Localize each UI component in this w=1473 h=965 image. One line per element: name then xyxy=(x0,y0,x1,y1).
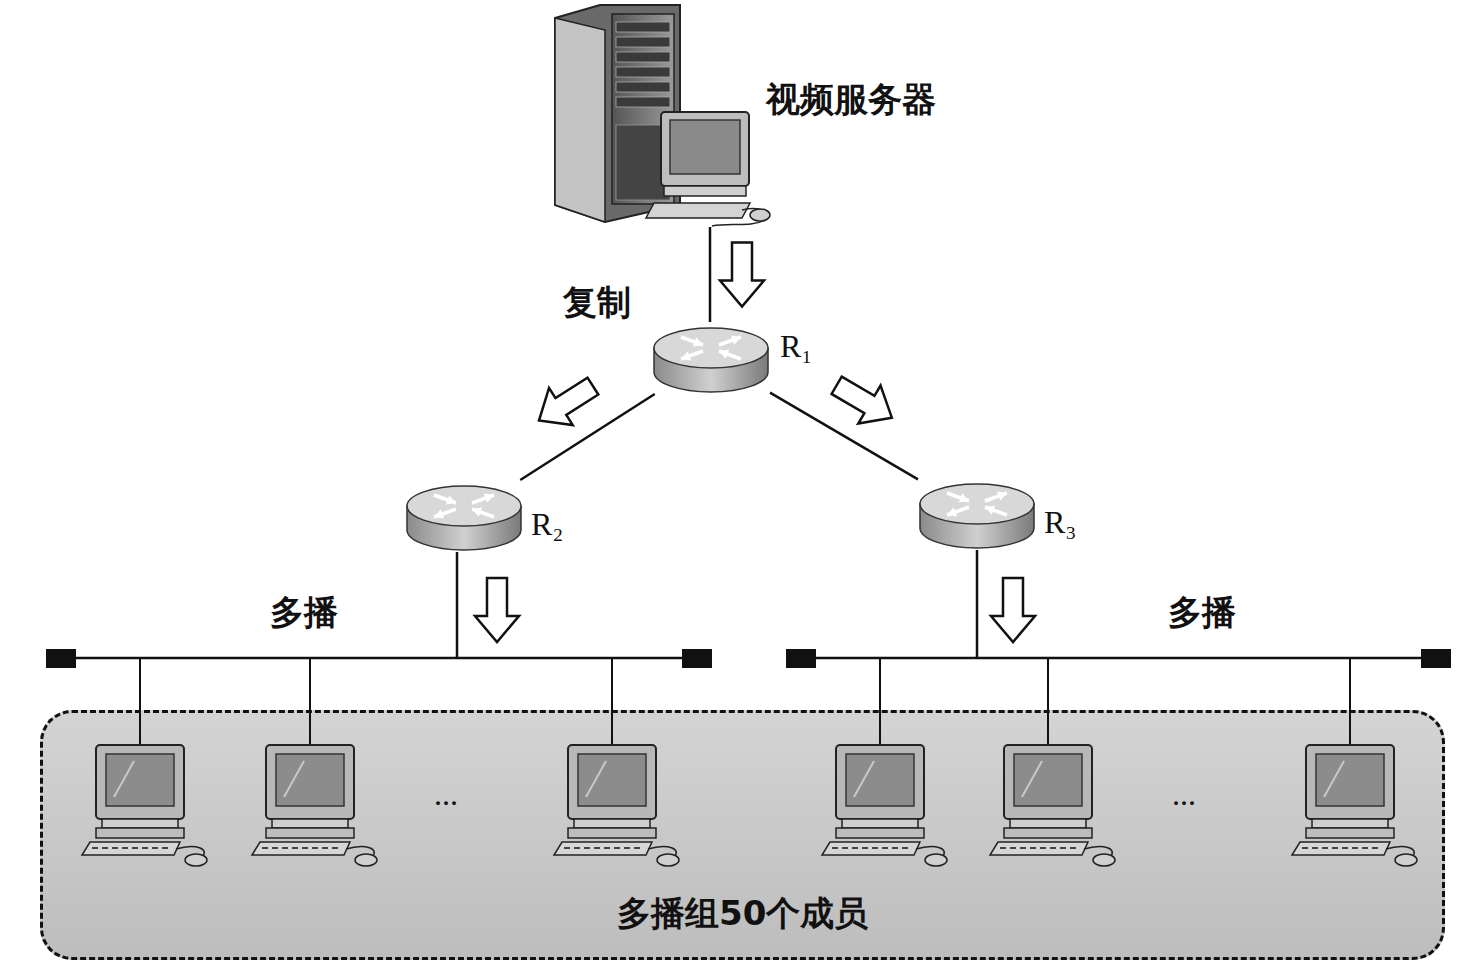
router-symbol xyxy=(654,328,768,392)
multicast-arrow xyxy=(475,578,519,642)
ellipsis: ... xyxy=(434,776,458,813)
router-illustrations xyxy=(407,328,1034,550)
drop-line xyxy=(139,658,141,745)
host-computers xyxy=(82,658,1417,866)
server-illustration xyxy=(555,5,770,226)
router-symbol xyxy=(407,486,521,550)
multicast-arrows xyxy=(475,578,1035,642)
ellipsis: ... xyxy=(1172,776,1196,813)
router-label: R₂ xyxy=(531,506,564,543)
multicast-label: 多播 xyxy=(270,590,338,636)
multicast-label: 多播 xyxy=(1168,590,1236,636)
group-label: 多播组50个成员 xyxy=(617,891,868,937)
host-computer xyxy=(252,745,377,866)
host-computer xyxy=(822,745,947,866)
router: R₁ xyxy=(652,322,770,394)
bus-lines xyxy=(60,550,1436,658)
bus-terminator xyxy=(46,649,1451,668)
router: R₂ xyxy=(405,480,523,552)
direction-arrow xyxy=(720,243,764,307)
host-computer xyxy=(990,745,1115,866)
link-line xyxy=(709,227,712,322)
drop-line xyxy=(611,658,613,745)
host-computer xyxy=(554,745,679,866)
drop-line xyxy=(879,658,881,745)
router: R₃ xyxy=(918,478,1036,550)
host-computer xyxy=(1292,745,1417,866)
link-line xyxy=(770,393,918,480)
drop-line xyxy=(1047,658,1049,745)
host-computer xyxy=(82,745,207,866)
drop-line xyxy=(1349,658,1351,745)
group-fill xyxy=(40,710,1445,960)
direction-arrow xyxy=(832,377,892,424)
drop-line xyxy=(309,658,311,745)
router-label: R₁ xyxy=(780,328,813,365)
multicast-arrow xyxy=(991,578,1035,642)
direction-arrow xyxy=(539,378,598,425)
router-label: R₃ xyxy=(1044,504,1077,541)
multicast-group: 多播组50个成员 xyxy=(40,710,1445,960)
link-line xyxy=(520,394,654,480)
replicate-label: 复制 xyxy=(563,280,631,326)
video-server: 视频服务器 xyxy=(548,5,770,227)
server-label: 视频服务器 xyxy=(766,77,936,123)
router-symbol xyxy=(920,484,1034,548)
